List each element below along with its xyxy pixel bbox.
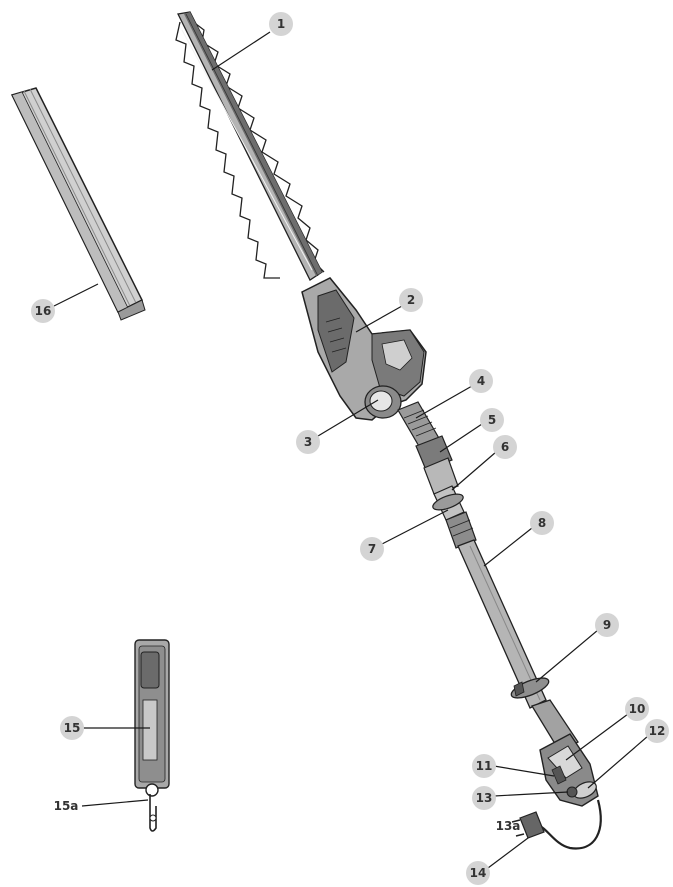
callout-label: 12 xyxy=(649,724,666,738)
callout-label: 7 xyxy=(368,542,376,556)
callout-13: 13 xyxy=(472,786,496,810)
callout-5: 5 xyxy=(480,408,504,432)
callout-label: 6 xyxy=(501,440,509,454)
callout-label: 9 xyxy=(603,618,611,632)
callout-15: 15 xyxy=(60,716,84,740)
callout-label: 15 xyxy=(64,721,81,735)
callout-label: 2 xyxy=(407,293,415,307)
callout-label: 1 xyxy=(277,17,285,31)
callout-14: 14 xyxy=(466,861,490,885)
callout-8: 8 xyxy=(530,511,554,535)
callout-9: 9 xyxy=(595,613,619,637)
callout-label: 5 xyxy=(488,413,496,427)
callout-7: 7 xyxy=(360,537,384,561)
shaft-coupling xyxy=(397,401,477,549)
blade-cover xyxy=(10,87,146,321)
callout-label: 3 xyxy=(304,435,312,449)
callout-15a: 15a xyxy=(54,799,79,813)
callout-16: 16 xyxy=(31,299,55,323)
callout-10: 10 xyxy=(625,697,649,721)
callout-12: 12 xyxy=(645,719,669,743)
telescopic-shaft xyxy=(457,539,550,709)
callout-label: 11 xyxy=(476,759,493,773)
callout-label: 8 xyxy=(538,516,546,530)
rear-handle xyxy=(531,699,599,807)
callout-4: 4 xyxy=(469,369,493,393)
callout-label: 10 xyxy=(629,702,646,716)
callout-label: 16 xyxy=(35,304,52,318)
callout-3: 3 xyxy=(296,430,320,454)
callout-6: 6 xyxy=(493,435,517,459)
cutting-blade xyxy=(175,11,325,281)
power-cable xyxy=(511,799,602,850)
callout-13a: 13a xyxy=(496,819,521,833)
callout-label: 15a xyxy=(54,799,79,813)
callout-label: 14 xyxy=(470,866,487,880)
motor-head xyxy=(301,277,427,421)
callout-label: 4 xyxy=(477,374,485,388)
leader-lines xyxy=(53,31,649,869)
callout-label: 13a xyxy=(496,819,521,833)
callout-2: 2 xyxy=(399,288,423,312)
shoulder-strap xyxy=(134,639,170,832)
callout-label: 13 xyxy=(476,791,493,805)
callout-1: 1 xyxy=(269,12,293,36)
callout-11: 11 xyxy=(472,754,496,778)
